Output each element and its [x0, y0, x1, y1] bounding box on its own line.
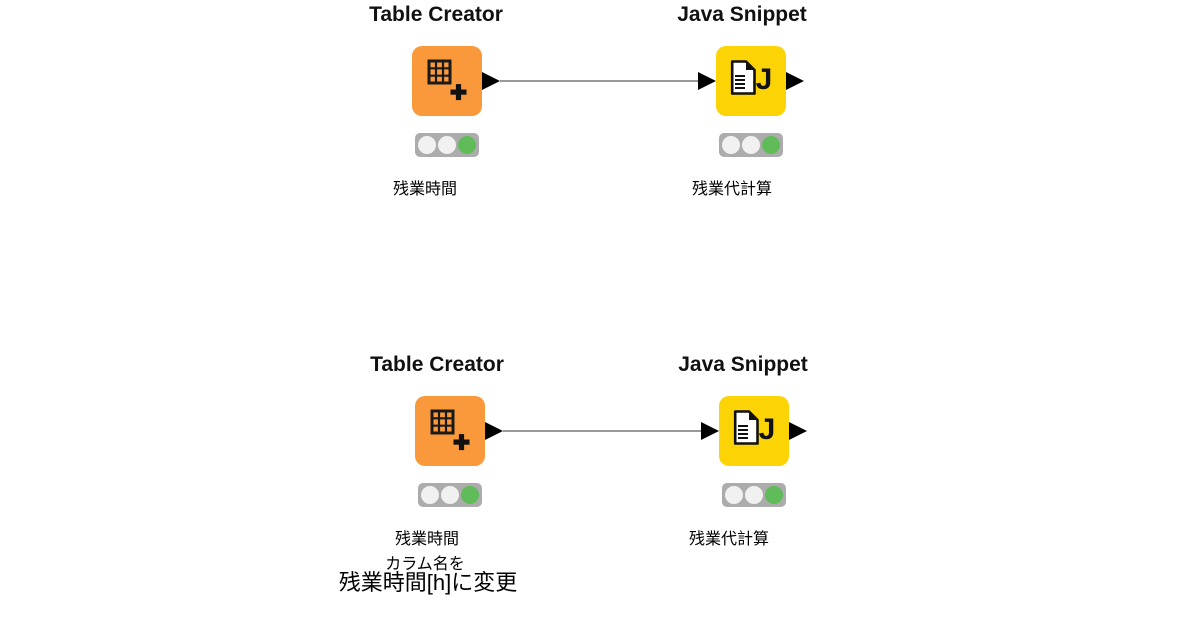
node-type-title: Table Creator: [370, 353, 504, 376]
traffic-light: [719, 133, 783, 157]
traffic-light: [418, 483, 482, 507]
traffic-red-light: [725, 486, 743, 504]
traffic-red-light: [722, 136, 740, 154]
node-output-port[interactable]: [482, 72, 500, 90]
node-input-port[interactable]: [701, 422, 719, 440]
connection-edge[interactable]: [500, 80, 698, 82]
node-input-port[interactable]: [698, 72, 716, 90]
node-label[interactable]: 残業代計算: [688, 531, 769, 548]
traffic-green-light: [762, 136, 780, 154]
java-snippet-node[interactable]: J: [719, 396, 789, 466]
table-plus-icon: [430, 409, 470, 451]
traffic-light: [415, 133, 479, 157]
table-creator-node[interactable]: [412, 46, 482, 116]
workflow-annotation-line[interactable]: 残業時間[h]に変更: [338, 570, 518, 595]
document-j-icon: J: [730, 60, 773, 96]
node-type-title: Java Snippet: [677, 3, 807, 26]
traffic-yellow-light: [438, 136, 456, 154]
node-label[interactable]: 残業代計算: [691, 181, 772, 198]
node-output-port[interactable]: [789, 422, 807, 440]
traffic-light: [722, 483, 786, 507]
node-output-port[interactable]: [786, 72, 804, 90]
workflow-annotation-line[interactable]: カラム名を: [385, 556, 465, 573]
connection-edge[interactable]: [503, 430, 701, 432]
traffic-green-light: [458, 136, 476, 154]
node-type-title: Table Creator: [369, 3, 503, 26]
table-plus-icon: [427, 59, 467, 101]
node-type-title: Java Snippet: [678, 353, 808, 376]
table-creator-node[interactable]: [415, 396, 485, 466]
traffic-green-light: [461, 486, 479, 504]
java-letter: J: [759, 413, 776, 446]
traffic-red-light: [418, 136, 436, 154]
traffic-yellow-light: [441, 486, 459, 504]
node-output-port[interactable]: [485, 422, 503, 440]
java-letter: J: [756, 63, 773, 96]
traffic-yellow-light: [742, 136, 760, 154]
traffic-green-light: [765, 486, 783, 504]
document-j-icon: J: [733, 410, 776, 446]
traffic-yellow-light: [745, 486, 763, 504]
node-label[interactable]: 残業時間: [394, 531, 459, 548]
node-label[interactable]: 残業時間: [392, 181, 457, 198]
traffic-red-light: [421, 486, 439, 504]
java-snippet-node[interactable]: J: [716, 46, 786, 116]
